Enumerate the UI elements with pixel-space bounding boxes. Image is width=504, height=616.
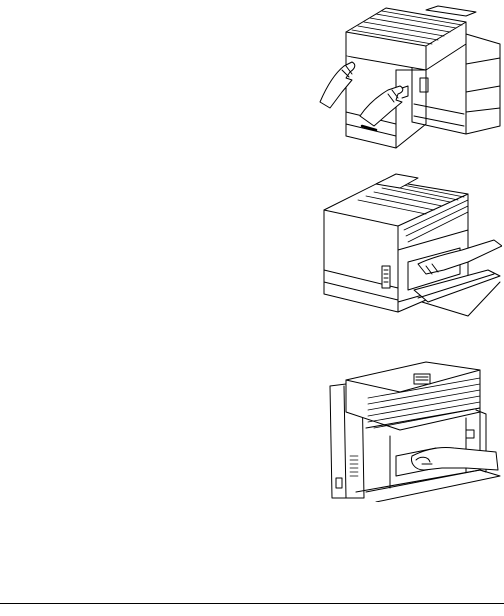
footer-rule	[0, 603, 504, 604]
printer-cover-open-illustration	[316, 4, 502, 152]
printer-side-door-illustration	[318, 170, 502, 326]
printer-rear-unit-illustration	[316, 352, 502, 502]
